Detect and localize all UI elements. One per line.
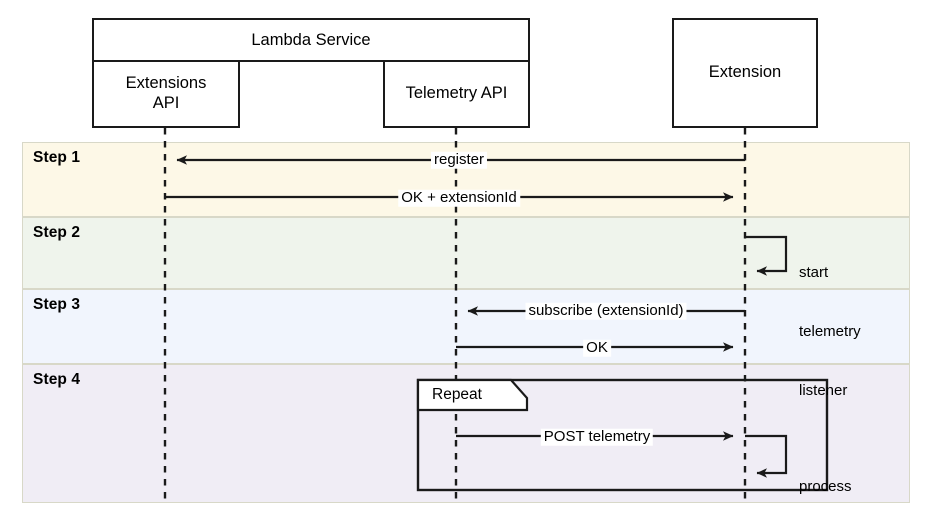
message-label-subscribe: subscribe (extensionId) [525,302,687,320]
step-band-2 [22,217,910,289]
note-line-process: process [799,477,852,495]
repeat-fragment-label: Repeat [432,386,482,403]
step-label-2: Step 2 [33,224,81,241]
participant-extension[interactable]: Extension [672,18,818,128]
message-label-ok-extensionid: OK + extensionId [398,189,520,207]
note-process: process [799,437,852,527]
message-label-post-telemetry: POST telemetry [540,428,654,446]
note-start-telemetry-listener: start telemetry listener [799,223,861,441]
note-line-listener: listener [799,382,848,400]
self-loop-process [745,434,788,478]
repeat-fragment-label-shape [416,378,529,412]
note-line-start: start [799,263,829,281]
participant-extensions-api[interactable]: Extensions API [92,62,240,128]
message-label-register: register [430,151,488,169]
step-label-3: Step 3 [33,296,81,313]
note-line-telemetry: telemetry [799,322,861,340]
participant-lambda-service-label: Lambda Service [251,30,371,49]
participant-telemetry-api-label: Telemetry API [405,84,508,103]
participant-extension-label: Extension [708,63,782,82]
message-label-ok: OK [583,339,611,357]
participant-extensions-api-label-line2: API [152,94,180,112]
participant-lambda-service[interactable]: Lambda Service [92,18,530,62]
repeat-fragment-box [416,378,829,492]
participant-telemetry-api[interactable]: Telemetry API [383,62,530,128]
step-band-3 [22,289,910,364]
self-loop-start-telemetry-listener [745,235,788,276]
step-label-1: Step 1 [33,149,81,166]
step-label-4: Step 4 [33,371,81,388]
participant-extensions-api-label-line1: Extensions [125,74,207,93]
